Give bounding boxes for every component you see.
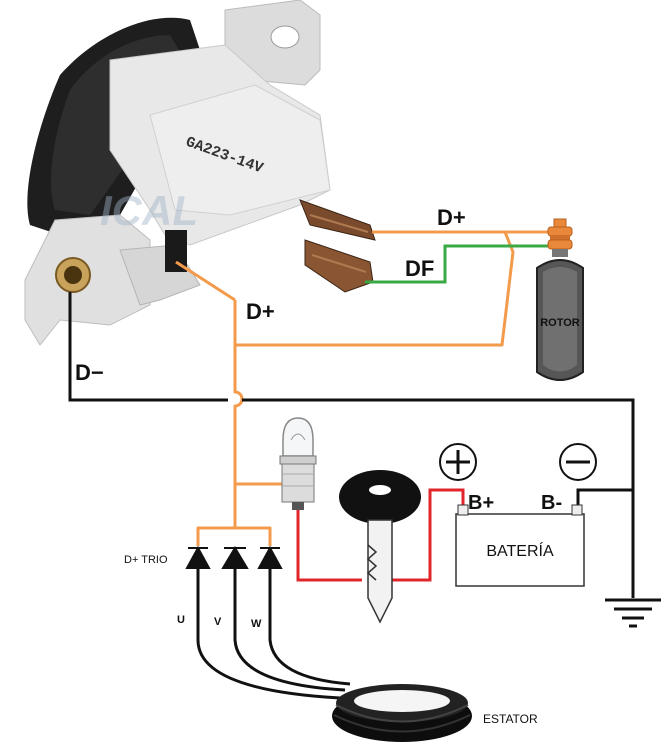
- d-minus-label: D−: [75, 360, 104, 385]
- voltage-regulator: GA223-14V ICAL: [24, 0, 376, 346]
- rotor-label: ROTOR: [540, 317, 580, 329]
- estator-label: ESTATOR: [483, 712, 538, 726]
- df-wire: [365, 244, 548, 284]
- phase-v-label: V: [214, 616, 222, 628]
- watermark-text: ICAL: [100, 187, 198, 234]
- phase-wires: [196, 568, 351, 700]
- phase-w-label: W: [251, 618, 262, 630]
- diode-u: [185, 545, 211, 569]
- d-plus-top-label: D+: [437, 205, 466, 230]
- d-plus-trio-label: D+ TRIO: [124, 554, 168, 566]
- b-plus-label: B+: [468, 492, 494, 514]
- df-label: DF: [405, 256, 434, 281]
- ignition-wires: [296, 488, 465, 582]
- battery: BATERÍA B+ B-: [439, 443, 597, 587]
- warning-lamp-icon: [279, 417, 317, 510]
- ignition-key-icon: [339, 470, 421, 624]
- d-plus-mid-label: D+: [246, 299, 275, 324]
- battery-label: BATERÍA: [486, 541, 554, 560]
- d-minus-wire: [68, 292, 635, 598]
- stator-ring-icon: [332, 684, 472, 742]
- diode-trio: D+ TRIO: [124, 545, 283, 569]
- diode-w: [257, 545, 283, 569]
- b-minus-label: B-: [541, 492, 562, 514]
- phase-u-label: U: [177, 614, 185, 626]
- rotor: ROTOR: [536, 218, 584, 381]
- battery-ground-wire: [576, 488, 633, 505]
- ground-symbol: [605, 598, 661, 628]
- diode-v: [221, 546, 249, 569]
